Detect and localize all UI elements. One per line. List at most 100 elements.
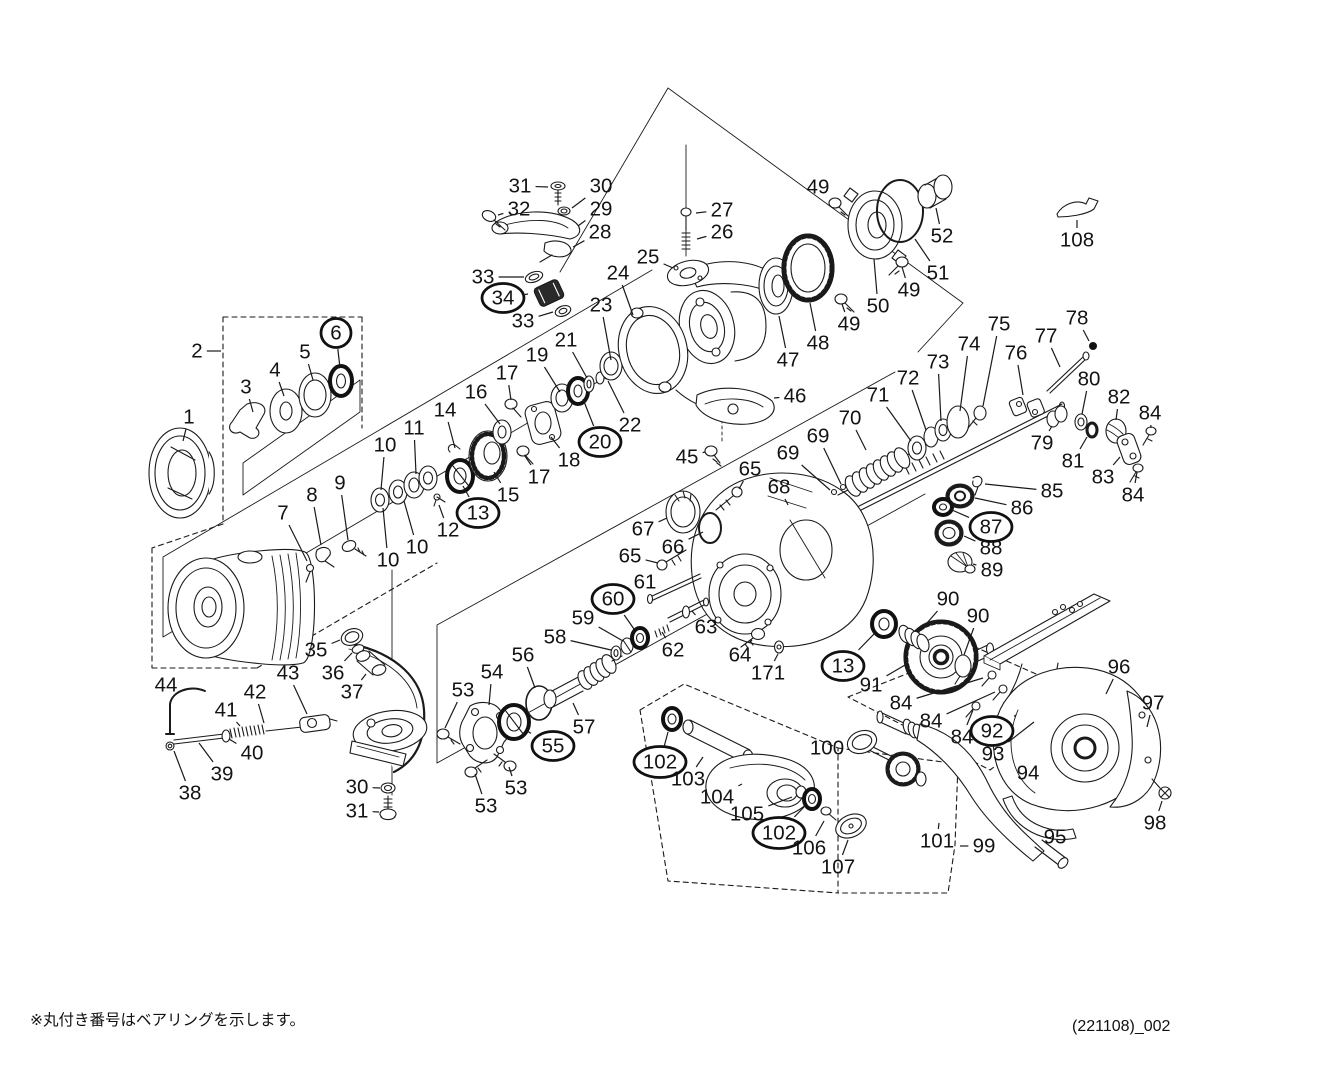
- leader-line: [972, 563, 977, 566]
- part-number: 80: [1078, 368, 1101, 391]
- leader-line: [582, 398, 595, 427]
- leader-line: [331, 639, 341, 645]
- part-number: 97: [1142, 692, 1165, 715]
- part-number: 91: [860, 674, 883, 697]
- part-number: 11: [403, 417, 424, 440]
- leader-line: [1105, 678, 1114, 695]
- part-label-55: 55: [526, 730, 576, 762]
- part-label-97: 97: [1142, 692, 1165, 728]
- part-number: 105: [730, 803, 764, 826]
- part-label-34: 34: [480, 282, 529, 314]
- part-number: 10: [374, 434, 397, 457]
- part-number: 53: [505, 777, 528, 800]
- part-number: 18: [558, 449, 581, 472]
- part-number: 43: [277, 662, 300, 685]
- leader-line: [963, 535, 976, 542]
- part-label-2: 2: [191, 340, 221, 363]
- part-label-49: 49: [898, 266, 920, 302]
- part-label-26: 26: [696, 221, 733, 244]
- part-label-77: 77: [1035, 325, 1061, 368]
- shaft-end-parts-drawing: [1008, 341, 1157, 483]
- leader-line: [738, 480, 744, 490]
- leader-line: [658, 517, 668, 523]
- leader-line: [413, 439, 417, 475]
- leader-line: [901, 266, 906, 279]
- part-number: 65: [619, 545, 642, 568]
- part-label-99: 99: [960, 835, 995, 858]
- part-label-13: 13: [455, 485, 501, 529]
- part-number: 86: [1011, 497, 1034, 520]
- part-number: 62: [662, 639, 685, 662]
- part-number: 87: [980, 516, 1003, 539]
- part-label-70: 70: [839, 407, 867, 451]
- part-label-17: 17: [496, 362, 518, 401]
- part-number: 74: [958, 333, 981, 356]
- leader-line: [572, 240, 585, 248]
- part-number: 13: [467, 502, 490, 525]
- part-label-74: 74: [958, 333, 981, 412]
- leader-line: [645, 559, 659, 564]
- part-label-20: 20: [577, 398, 623, 458]
- part-number: 79: [1031, 432, 1054, 455]
- leader-line: [773, 653, 779, 662]
- part-number: 46: [784, 385, 807, 408]
- part-label-78: 78: [1066, 307, 1090, 342]
- leader-line: [173, 750, 186, 782]
- leader-line: [793, 806, 805, 818]
- part-label-82: 82: [1108, 386, 1130, 421]
- leader-line: [621, 284, 634, 316]
- part-label-80: 80: [1078, 368, 1101, 415]
- part-label-12: 12: [437, 504, 459, 542]
- leader-line: [543, 366, 561, 393]
- leader-line: [974, 497, 1007, 506]
- part-number: 44: [155, 674, 178, 697]
- bearing-circle: [590, 583, 636, 615]
- part-label-69: 69: [807, 425, 842, 485]
- part-label-84: 84: [920, 691, 996, 733]
- part-number: 16: [465, 381, 488, 404]
- leader-line: [695, 756, 704, 768]
- part-label-76: 76: [1005, 342, 1027, 396]
- leader-line: [873, 258, 878, 295]
- part-number: 73: [927, 351, 950, 374]
- leader-line: [1079, 436, 1088, 450]
- part-label-3: 3: [240, 376, 254, 413]
- leader-line: [946, 691, 996, 715]
- part-label-98: 98: [1144, 800, 1166, 835]
- leader-line: [841, 839, 849, 856]
- leader-line: [1081, 390, 1088, 415]
- part-label-45: 45: [676, 446, 706, 469]
- part-number: 7: [277, 502, 288, 525]
- part-number: 31: [346, 800, 369, 823]
- part-label-4: 4: [269, 359, 285, 397]
- leader-line: [526, 666, 536, 689]
- part-number: 33: [512, 310, 535, 333]
- leader-line: [293, 684, 308, 715]
- part-label-38: 38: [173, 750, 201, 805]
- part-label-53: 53: [474, 773, 497, 818]
- part-label-105: 105: [730, 796, 793, 826]
- part-label-91: 91: [860, 664, 906, 697]
- part-label-49: 49: [807, 176, 830, 199]
- part-label-53: 53: [505, 766, 528, 800]
- tool-108-drawing: [1056, 197, 1099, 218]
- part-label-7: 7: [277, 502, 308, 562]
- bearing-circle: [969, 715, 1015, 747]
- leader-line: [538, 311, 554, 317]
- drawing-code: (221108)_002: [1072, 1018, 1171, 1035]
- leader-line: [307, 363, 314, 381]
- leader-line: [1112, 456, 1121, 466]
- leader-line: [801, 464, 831, 491]
- part-number: 102: [643, 751, 677, 774]
- part-label-58: 58: [544, 626, 612, 651]
- part-number: 171: [751, 662, 785, 685]
- part-label-16: 16: [465, 381, 501, 425]
- part-label-23: 23: [590, 294, 612, 361]
- part-label-103: 103: [671, 756, 705, 791]
- part-number: 100: [810, 737, 844, 760]
- part-label-29: 29: [577, 198, 612, 227]
- leader-line: [809, 302, 817, 332]
- leader-line: [572, 702, 580, 716]
- leader-line: [343, 652, 353, 662]
